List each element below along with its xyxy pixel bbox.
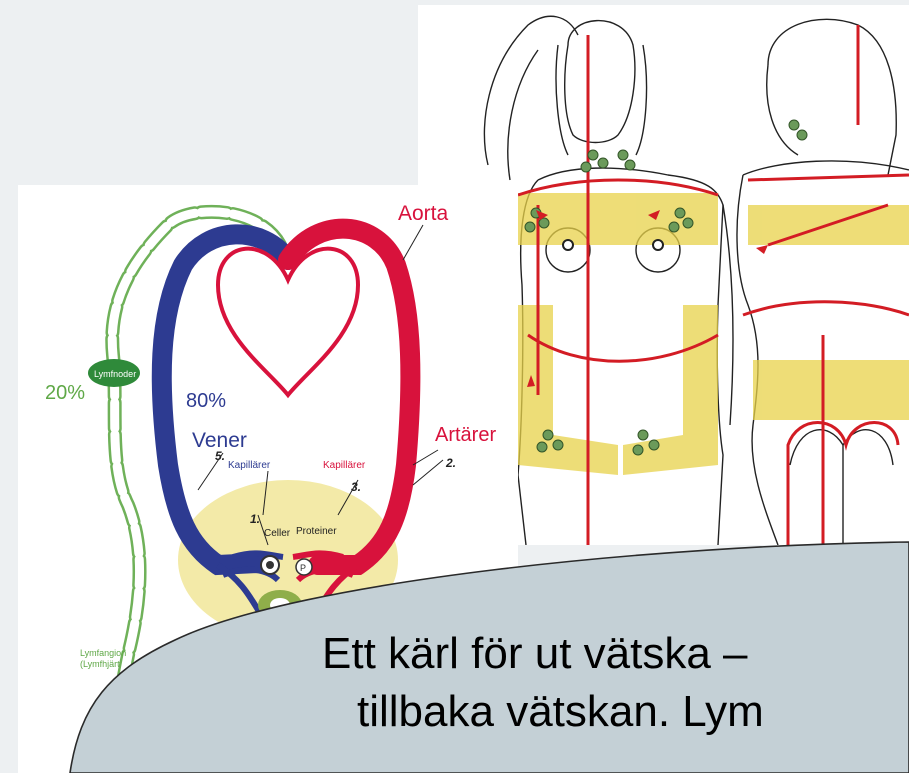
heart-icon: [218, 249, 358, 395]
label-capillaries-venous: Kapillärer: [228, 460, 271, 471]
label-arteries: Artärer: [435, 424, 496, 446]
label-lymphangion: Lymfangion: [80, 648, 126, 658]
circulation-illustration: P Aorta Artärer Vener 80% 20% Lymfnoder …: [18, 185, 518, 773]
circulation-diagram: P Aorta Artärer Vener 80% 20% Lymfnoder …: [18, 185, 518, 773]
label-capillaries-arterial: Kapillärer: [323, 460, 366, 471]
label-venous-percent: 80%: [186, 390, 226, 412]
step-label-5: 5.: [215, 449, 225, 463]
step-label-3: 3.: [351, 480, 361, 494]
step-label-2: 2.: [445, 456, 456, 470]
label-lymphangion-sub: (Lymfhjärt: [80, 659, 120, 669]
callout-text-line-1: Ett kärl för ut vätska –: [322, 628, 748, 680]
step-label-1: 1.: [250, 512, 260, 526]
label-lymph-nodes: Lymfnoder: [94, 369, 136, 379]
label-cells: Celler: [264, 528, 291, 539]
protein-marker: P: [300, 563, 306, 573]
callout-text-line-2: tillbaka vätskan. Lym: [357, 686, 764, 738]
label-proteins: Proteiner: [296, 526, 337, 537]
label-lymph-percent: 20%: [45, 382, 85, 404]
label-aorta: Aorta: [398, 202, 449, 225]
